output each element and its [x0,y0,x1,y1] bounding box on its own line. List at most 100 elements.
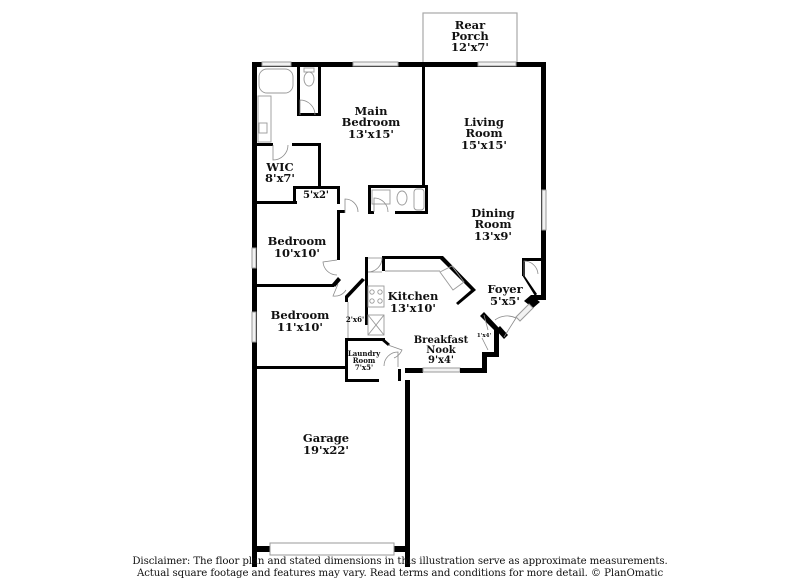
svg-text:Room: Room [465,126,502,140]
wall [381,338,390,346]
garage-door [269,542,395,556]
door [373,197,389,213]
kitchen-sink [439,265,465,291]
room-label-rear-porch: Rear Porch 12'x7' [451,18,489,54]
sink [258,122,268,134]
room-label-wic: WIC 8'x7' [265,160,295,185]
window [261,61,292,67]
room-label-main-bedroom: Main Bedroom 13'x15' [342,104,401,141]
svg-text:Bedroom: Bedroom [271,308,330,322]
room-label-kitchen: Kitchen 13'x10' [388,289,439,315]
wall [345,278,365,298]
wall [460,368,482,373]
room-label-closet-5x2: 5'x2' [303,190,329,201]
wall [345,379,379,382]
wall [337,186,340,204]
wall [365,257,368,325]
svg-text:Bedroom: Bedroom [342,115,401,129]
bathtub [258,68,294,94]
wall [368,185,371,213]
svg-text:2'x6': 2'x6' [346,315,364,324]
window [541,189,547,231]
room-label-living-room: Living Room 15'x15' [461,115,507,152]
room-label-bedroom-3: Bedroom 11'x10' [271,308,330,334]
wall [531,295,546,300]
burner [369,289,375,295]
exterior-wall-right [541,62,546,300]
window [422,367,461,373]
door [383,351,399,367]
svg-text:11'x10': 11'x10' [277,320,323,334]
toilet-tank [303,67,315,73]
wall [297,113,321,116]
wall [257,284,334,287]
svg-text:Dining: Dining [471,206,514,220]
vanity [257,95,272,143]
wall [524,295,540,308]
wall [382,256,442,259]
refrigerator-mark [367,314,385,336]
wall [337,210,345,213]
door [344,198,359,213]
wall [422,62,425,184]
svg-text:Main: Main [355,104,389,118]
door [322,259,338,276]
wall [318,143,321,188]
svg-text:7'x5': 7'x5' [355,363,373,372]
room-label-foyer: Foyer 5'x5' [487,282,523,308]
room-label-dining-room: Dining Room 13'x9' [471,206,514,243]
svg-text:Kitchen: Kitchen [388,289,439,303]
wall [332,277,341,287]
svg-text:1'x4': 1'x4' [477,333,492,339]
room-label-bedroom-2: Bedroom 10'x10' [268,234,327,260]
garage-wall-right [405,380,410,567]
svg-text:12'x7': 12'x7' [451,40,489,54]
svg-text:8'x7': 8'x7' [265,171,295,185]
toilet [396,190,408,206]
room-label-closet-1x4: 1'x4' [477,333,492,339]
svg-text:Foyer: Foyer [487,282,523,296]
disclaimer-line-2: Actual square footage and features may v… [136,568,664,579]
svg-text:5'x5': 5'x5' [490,294,520,308]
wall [440,256,476,305]
room-label-laundry-room: Laundry Room 7'x5' [348,349,381,372]
svg-text:WIC: WIC [265,160,293,174]
wall [345,338,385,341]
window [251,311,257,343]
room-label-garage: Garage 19'x22' [303,431,349,457]
door [523,260,539,276]
svg-text:Rear: Rear [455,18,486,32]
front-door [494,315,517,338]
wall [425,185,428,214]
wall [522,258,525,276]
svg-text:10'x10': 10'x10' [274,246,320,260]
room-label-breakfast-nook: Breakfast Nook 9'x4' [414,335,469,366]
wall [337,210,340,260]
wall [257,143,273,146]
disclaimer-line-1: Disclaimer: The floor plan and stated di… [132,556,668,567]
wall [293,186,296,202]
window [251,247,257,269]
svg-text:Porch: Porch [451,29,489,43]
wall [318,67,321,116]
svg-text:9'x4': 9'x4' [428,355,454,366]
svg-text:Nook: Nook [426,345,456,356]
svg-text:Bedroom: Bedroom [268,234,327,248]
door [272,144,289,161]
svg-text:Living: Living [464,115,504,129]
door [367,257,383,273]
wall [292,143,321,146]
svg-text:Room: Room [353,356,376,365]
wall [477,312,499,373]
wall [395,211,428,214]
svg-text:19'x22': 19'x22' [303,443,349,457]
wall [398,369,401,381]
svg-text:13'x15': 13'x15' [348,127,394,141]
toilet [303,71,315,87]
wall [524,258,541,261]
room-label-pantry: 2'x6' [346,315,364,324]
wall [293,186,339,189]
svg-text:15'x15': 15'x15' [461,138,507,152]
burner [377,298,383,304]
